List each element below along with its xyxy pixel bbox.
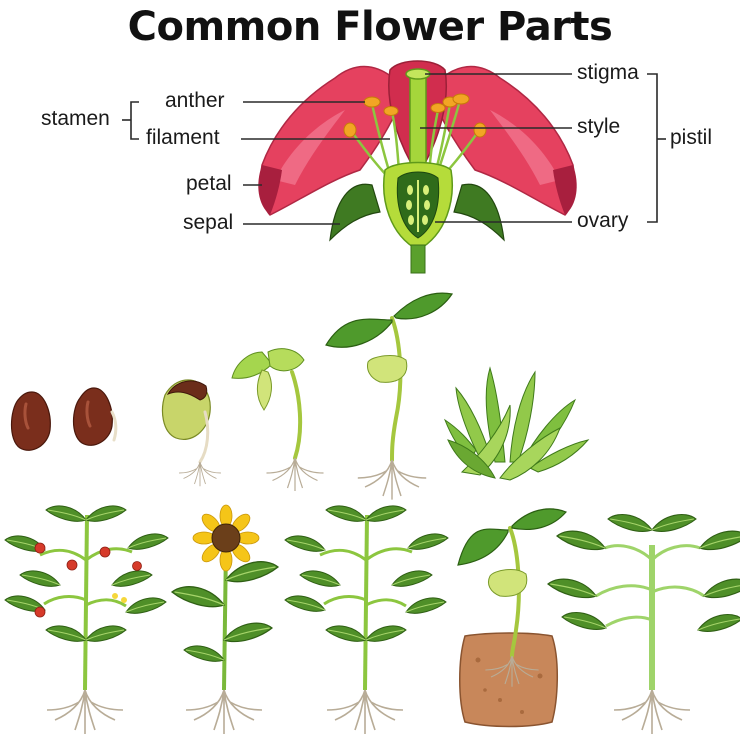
tomato-plant xyxy=(4,505,169,735)
bush xyxy=(443,366,590,481)
stamen-label: stamen xyxy=(41,107,110,130)
stigma-label: stigma xyxy=(577,61,639,84)
plant-in-soil xyxy=(457,508,568,728)
petal-label: petal xyxy=(186,172,232,195)
vegetable-plant xyxy=(547,513,740,735)
sunflower-plant xyxy=(171,504,279,735)
pistil-label: pistil xyxy=(670,126,713,149)
sepal-label: sepal xyxy=(183,211,234,234)
style-label: style xyxy=(577,115,621,138)
anther-label: anther xyxy=(165,89,225,112)
seed-icon xyxy=(72,387,118,446)
young-plant xyxy=(325,292,454,501)
seedling xyxy=(231,348,325,492)
flower-cross-section xyxy=(258,60,577,274)
page-title: Common Flower Parts xyxy=(127,4,613,50)
leafy-plant xyxy=(284,505,449,735)
seed-icon xyxy=(10,391,51,451)
ovary-label: ovary xyxy=(577,209,629,232)
sprouting-seed xyxy=(161,379,222,487)
leader-lines xyxy=(122,73,666,225)
filament-label: filament xyxy=(146,126,220,149)
